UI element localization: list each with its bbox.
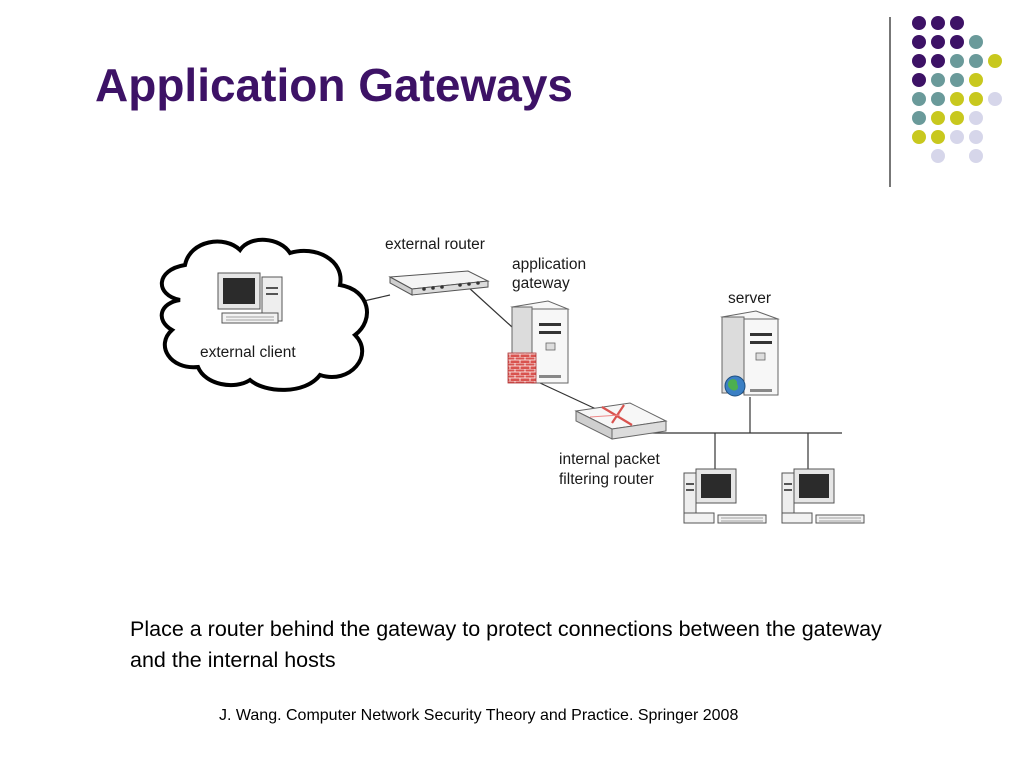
dot [969,149,983,163]
dot [988,54,1002,68]
dot [912,35,926,49]
dot [969,54,983,68]
dot [912,130,926,144]
slide-title: Application Gateways [95,59,574,111]
packet-filter-router-icon [574,402,668,440]
dot [931,35,945,49]
network-links [354,286,842,473]
dot [931,73,945,87]
label-external-client: external client [200,344,296,361]
body-text: Place a router behind the gateway to pro… [130,617,882,672]
label-application-gateway-line2: gateway [512,275,570,292]
dot [950,92,964,106]
desktop-computer-icon [781,468,865,524]
dot [912,92,926,106]
dot [931,16,945,30]
firewall-server-icon [507,300,570,384]
citation: J. Wang. Computer Network Security Theor… [219,707,739,724]
link-external-router-to-gateway [467,286,513,328]
label-server: server [728,290,771,307]
network-diagram: external client external router applicat… [159,236,865,524]
link-gateway-to-internal-router [539,382,597,410]
dot [931,111,945,125]
router-icon [388,270,490,296]
desktop-computer-icon [217,272,283,324]
server-icon [720,310,780,396]
dot [912,73,926,87]
dot [969,35,983,49]
decorative-dot-grid [912,16,1002,163]
dot [931,54,945,68]
dot [988,92,1002,106]
globe-icon [724,375,746,397]
dot [931,130,945,144]
firewall-brick-wall [507,352,537,384]
dot [969,111,983,125]
dot [931,92,945,106]
dot [950,73,964,87]
dot [912,111,926,125]
dot [950,130,964,144]
dot [950,16,964,30]
dot [969,73,983,87]
label-application-gateway-line1: application [512,256,586,273]
dot [912,16,926,30]
dot [950,35,964,49]
vertical-divider [889,17,891,187]
desktop-computer-icon [683,468,767,524]
dot [969,92,983,106]
dot [912,54,926,68]
label-external-router: external router [385,236,485,253]
label-internal-router-line2: filtering router [559,471,654,488]
dot [950,111,964,125]
dot [969,130,983,144]
dot-grid-group [912,16,1002,163]
dot [931,149,945,163]
label-internal-router-line1: internal packet [559,451,661,468]
dot [950,54,964,68]
